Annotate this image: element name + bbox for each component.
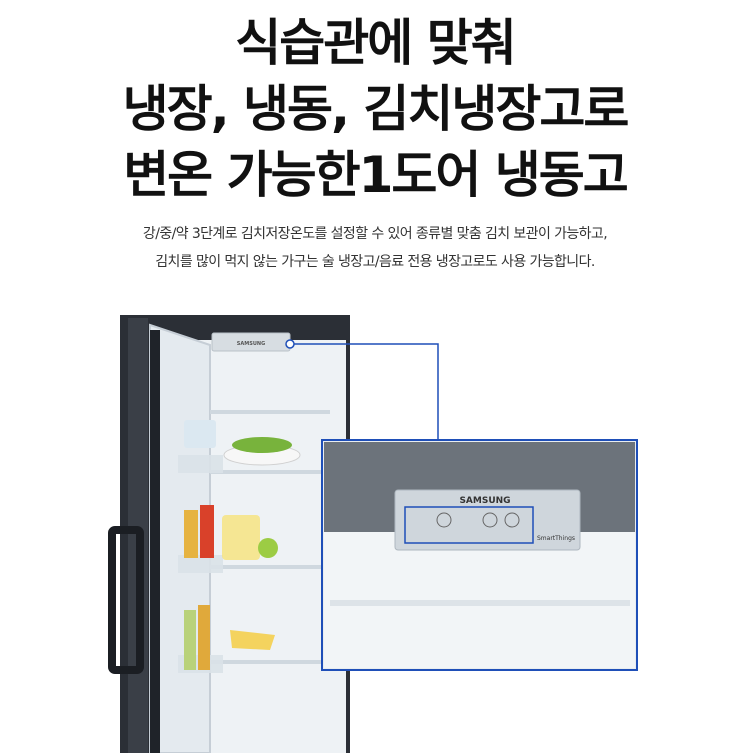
salad-greens [232,437,292,453]
bottle-2 [198,605,210,670]
container-1 [184,420,216,448]
shelf-3 [210,565,330,569]
lock-button-icon [504,512,520,528]
headline-line-2: 냉장, 냉동, 김치냉장고로 [122,80,630,138]
door-bin-1 [178,455,223,473]
description: 강/중/약 3단계로 김치저장온도를 설정할 수 있어 종류별 맞춤 김치 보관… [0,220,750,276]
refrigerator-photo: SAMSUNG SAMSUNG SmartThings [108,315,638,753]
lemon-jar [222,515,260,560]
jar-1 [184,510,198,558]
headline-line-1: 식습관에 맞춰 [235,14,516,72]
zoom-shelf [330,600,630,606]
headline-line-3: 변온 가능한1도어 냉동고 [123,146,629,204]
zoom-panel-brand: SAMSUNG [459,496,510,506]
door-gasket [150,330,160,753]
door-bin-2 [178,555,223,573]
description-line-1: 강/중/약 3단계로 김치저장온도를 설정할 수 있어 종류별 맞춤 김치 보관… [142,226,608,242]
shelf-2 [210,470,330,474]
mode-button-icon [482,512,498,528]
headline: 식습관에 맞춰 냉장, 냉동, 김치냉장고로 변온 가능한1도어 냉동고 [0,10,750,208]
temp-button-icon [436,512,452,528]
panel-brand-small: SAMSUNG [237,341,265,347]
callout-dot [285,339,295,349]
jar-2 [200,505,214,558]
cheese [230,630,275,650]
fridge-handle [108,526,144,674]
shelf-1 [210,410,330,414]
lime [258,538,278,558]
panel-smartthings: SmartThings [537,535,575,542]
callout-line [290,343,439,440]
description-line-2: 김치를 많이 먹지 않는 가구는 술 냉장고/음료 전용 냉장고로도 사용 가능… [155,254,595,270]
bottle-1 [184,610,196,670]
zoom-panel-highlight [404,506,534,544]
shelf-4 [210,660,330,664]
